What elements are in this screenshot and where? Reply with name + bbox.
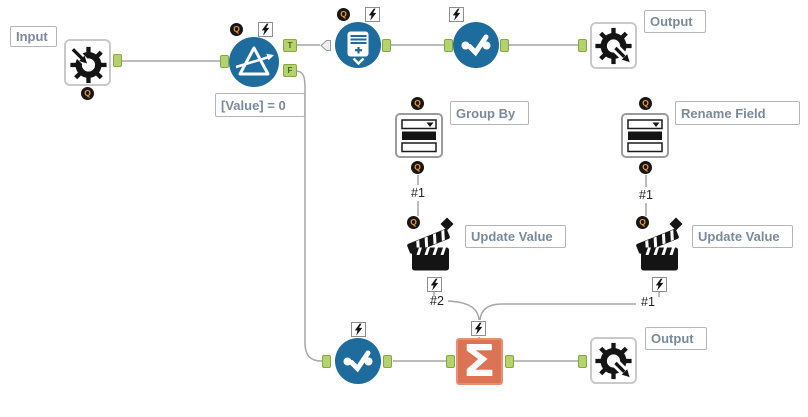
annotation-input[interactable]: Input (10, 26, 57, 47)
connection-label-action-left: #2 (430, 294, 444, 308)
filter-icon (235, 46, 274, 76)
dropdown-tool-rename-field[interactable] (621, 113, 669, 158)
output-data-tool-top[interactable] (590, 22, 637, 69)
input-anchor[interactable] (446, 355, 455, 368)
input-anchor[interactable] (220, 55, 229, 68)
annotation-update-value-left[interactable]: Update Value (465, 225, 566, 248)
action-icon (407, 217, 454, 271)
lightning-badge (449, 7, 464, 22)
connection-wire (447, 300, 480, 321)
input-data-tool[interactable] (64, 39, 111, 86)
wire-arrowhead (320, 40, 331, 51)
annotation-output-top[interactable]: Output (644, 10, 706, 33)
annotation-group-by[interactable]: Group By (450, 101, 529, 125)
input-anchor[interactable] (444, 39, 453, 52)
lightning-badge (471, 321, 486, 336)
lightning-badge (427, 277, 442, 292)
input-data-icon (68, 44, 107, 83)
question-badge: Q (407, 216, 420, 229)
action-icon (636, 217, 683, 271)
false-anchor[interactable]: F (283, 64, 297, 77)
question-badge: Q (636, 216, 649, 229)
output-anchor[interactable] (500, 39, 509, 52)
output-anchor[interactable] (383, 355, 392, 368)
dropdown-tool-group-by[interactable] (395, 113, 443, 158)
annotation-update-value-right[interactable]: Update Value (692, 225, 793, 248)
input-anchor[interactable] (578, 39, 587, 52)
lightning-badge (652, 277, 667, 292)
output-data-tool-bottom[interactable] (590, 337, 637, 384)
output-anchor[interactable] (382, 39, 391, 52)
dropdown-icon (627, 119, 663, 153)
unique-icon (461, 34, 491, 57)
connection-label-action-right: #1 (641, 295, 655, 309)
question-badge: Q (337, 8, 350, 21)
annotation-rename-field[interactable]: Rename Field (675, 101, 800, 125)
output-anchor[interactable] (505, 355, 514, 368)
connection-wire (479, 303, 636, 321)
generate-rows-icon (347, 31, 369, 66)
question-badge: Q (81, 87, 94, 100)
output-anchor[interactable] (113, 54, 122, 67)
summarize-tool[interactable]: Σ (456, 338, 503, 385)
question-badge: Q (411, 97, 424, 110)
lightning-badge (365, 7, 380, 22)
question-badge: Q (639, 161, 652, 174)
input-anchor[interactable] (322, 355, 331, 368)
question-badge: Q (639, 97, 652, 110)
generate-rows-tool[interactable] (335, 22, 381, 68)
output-data-icon (595, 342, 635, 383)
annotation-output-bottom[interactable]: Output (645, 327, 707, 350)
lightning-badge (351, 322, 366, 337)
annotation-filter-expression[interactable]: [Value] = 0 (215, 93, 305, 117)
connection-label-group-by: #1 (411, 186, 425, 200)
connection-wire (295, 70, 323, 362)
output-data-icon (595, 27, 635, 68)
connection-label-rename-field: #1 (639, 188, 653, 202)
unique-tool-top[interactable] (453, 22, 499, 68)
filter-tool[interactable] (229, 37, 279, 87)
unique-icon (343, 350, 373, 373)
unique-tool-bottom[interactable] (335, 338, 381, 384)
question-badge: Q (411, 161, 424, 174)
lightning-badge (258, 22, 273, 37)
action-tool-right[interactable] (635, 216, 687, 278)
sigma-icon: Σ (462, 336, 497, 387)
dropdown-icon (401, 119, 437, 153)
true-anchor[interactable]: T (283, 39, 297, 52)
question-badge: Q (230, 23, 243, 36)
action-tool-left[interactable] (406, 216, 458, 278)
input-anchor[interactable] (578, 355, 587, 368)
